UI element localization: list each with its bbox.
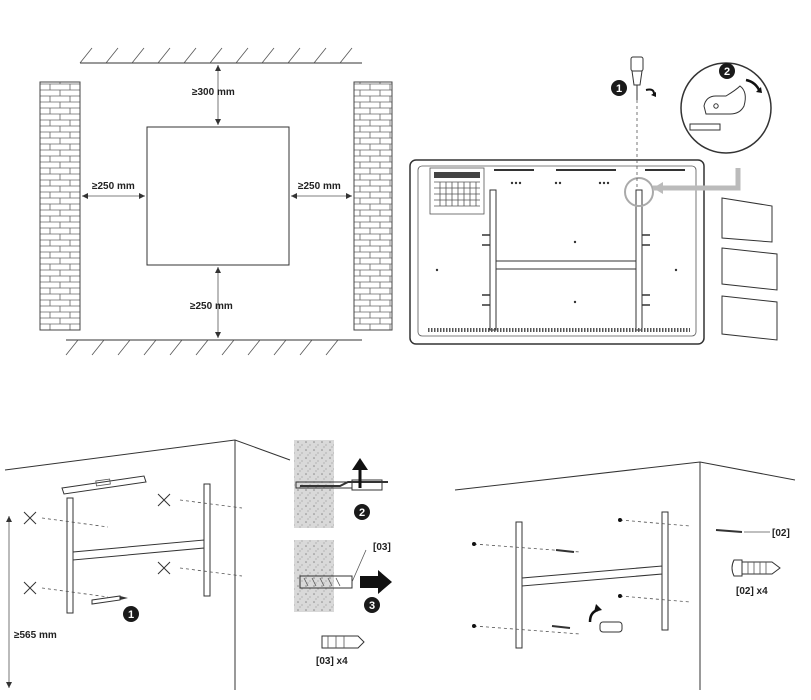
top-clearance-label: ≥300 mm [192,87,235,98]
spirit-level-icon [61,475,147,495]
wall-corner-right [454,461,796,690]
screw-icons [551,529,743,629]
detail-highlight-circle [624,177,654,207]
bracket-detail-zoom [680,62,772,154]
bracket-removal-panel: 1 2 [409,56,778,345]
clearance-panel: ≥300 mm ≥250 mm ≥250 mm ≥250 mm [39,47,393,356]
control-label-grid [429,167,485,215]
right-clearance-label: ≥250 mm [298,181,341,192]
dimension-arrows [82,65,352,338]
wall-bracket-right [515,511,669,649]
anchor-qty-label: [03] x4 [316,656,348,667]
drill-detail [294,440,388,528]
drilling-step-3-badge: 3 [364,597,380,613]
left-clearance-label: ≥250 mm [92,181,135,192]
screwdriver-rotate-icon [588,604,623,633]
screw-ref-label: [02] [772,528,790,539]
svg-text:2: 2 [359,507,365,519]
heater-outline [146,126,290,266]
mounting-height-label: ≥565 mm [14,630,57,641]
packaging-sheets [721,197,778,341]
anchor-ref-label: [03] [373,542,391,553]
wall-corner [4,439,291,690]
drilling-step-1-badge: 1 [123,606,139,622]
floor-hatch [65,339,362,356]
left-brick-wall [39,81,81,331]
ceiling-hatch [79,47,362,64]
screwing-panel: [02] [02] x4 [454,461,796,690]
screw-detail-icon [731,559,781,577]
bottom-clearance-label: ≥250 mm [190,301,233,312]
svg-text:2: 2 [724,66,730,78]
wall-bracket [66,483,211,614]
wall-plug-icon [321,635,365,649]
right-brick-wall [353,81,393,331]
step-2-badge: 2 [719,63,735,79]
svg-text:1: 1 [128,609,134,621]
drilling-step-2-badge: 2 [354,504,370,520]
heater-back [409,159,705,345]
svg-text:1: 1 [616,83,622,95]
svg-text:3: 3 [369,600,375,612]
anchor-insert-detail [294,540,392,612]
screw-qty-label: [02] x4 [736,586,768,597]
pencil-icon [91,595,128,605]
step-1-badge: 1 [611,80,627,96]
drilling-panel: 1 ≥565 mm 2 [03] 3 [4,439,392,690]
screwdriver-icon [630,56,656,190]
drill-mark-icons [23,493,171,595]
